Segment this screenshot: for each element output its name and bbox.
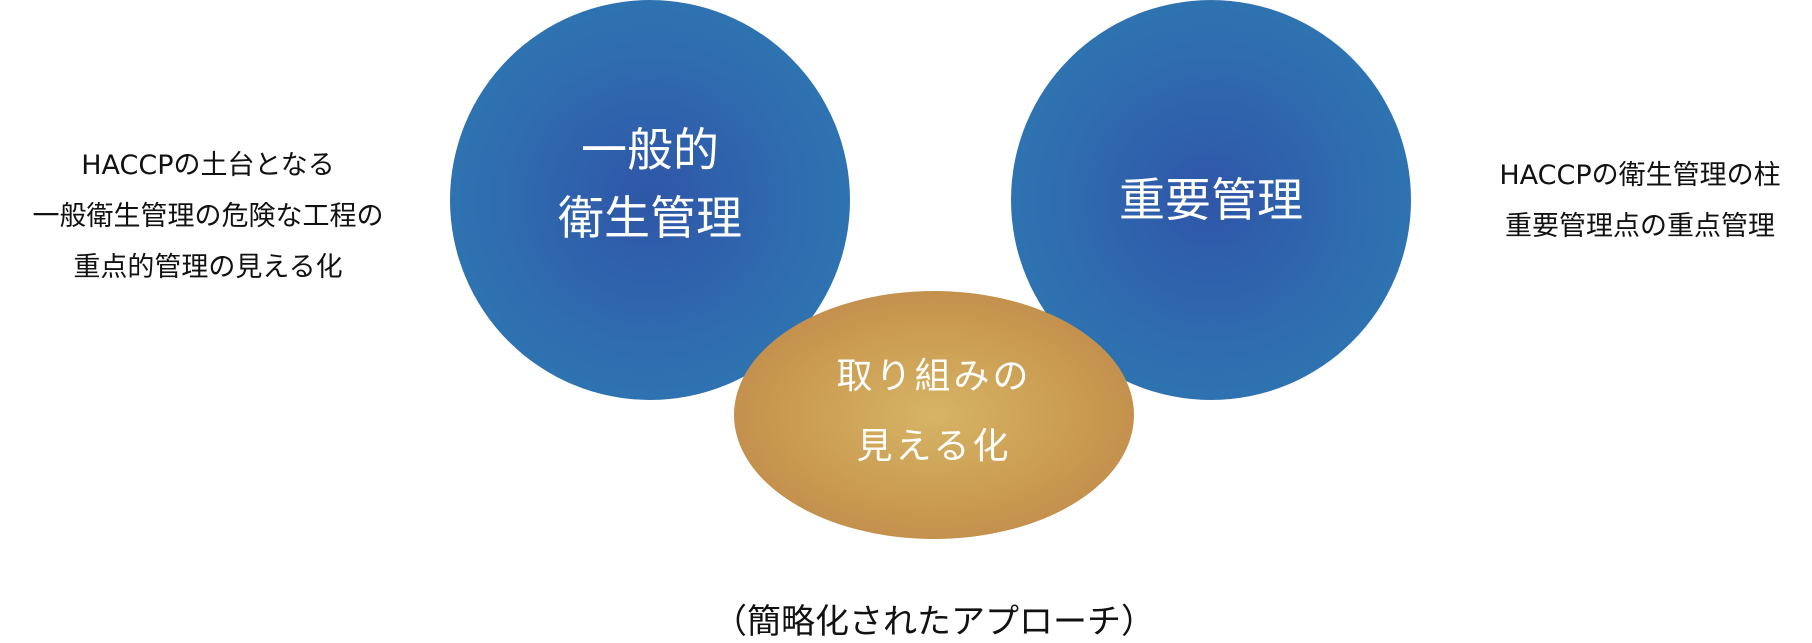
circle-label: 重要管理 <box>1119 173 1303 227</box>
circle-label: 一般的 <box>581 123 719 177</box>
right-note-line: 重要管理点の重点管理 <box>1505 211 1775 242</box>
circle-label: 衛生管理 <box>558 191 742 245</box>
left-note-line: HACCPの土台となる <box>81 150 335 181</box>
left-note-line: 一般衛生管理の危険な工程の <box>32 201 384 232</box>
general-hygiene-circle: 一般的 衛生管理 <box>450 0 850 400</box>
left-note: HACCPの土台となる 一般衛生管理の危険な工程の 重点的管理の見える化 <box>0 140 416 293</box>
diagram-caption: （簡略化されたアプローチ） <box>713 602 1155 642</box>
right-note-line: HACCPの衛生管理の柱 <box>1499 160 1781 191</box>
ellipse-label: 取り組みの <box>836 356 1032 397</box>
left-note-line: 重点的管理の見える化 <box>73 252 343 283</box>
visualization-ellipse: 取り組みの 見える化 <box>734 291 1134 539</box>
right-note: HACCPの衛生管理の柱 重要管理点の重点管理 <box>1470 150 1810 252</box>
ellipse-label: 見える化 <box>856 426 1012 467</box>
